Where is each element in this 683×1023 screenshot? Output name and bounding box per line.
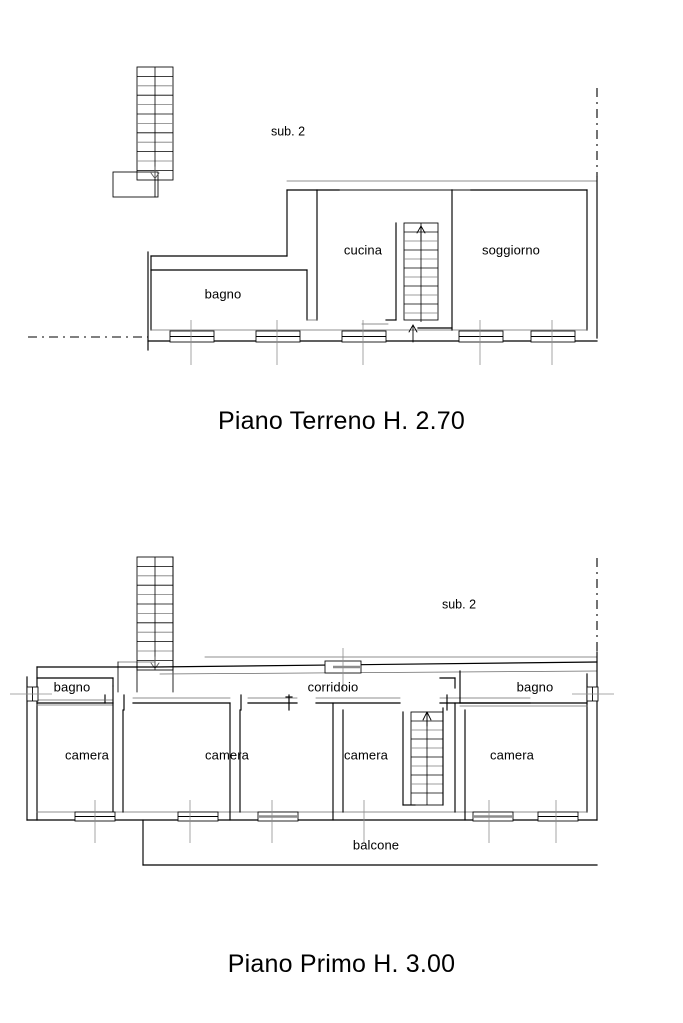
stair-down-arrow-icon xyxy=(150,166,160,179)
stair-down-arrow-icon xyxy=(150,656,160,669)
first-room-label-corridoio: corridoio xyxy=(308,679,359,694)
first-bagno-right xyxy=(439,670,588,707)
first-room-partitions xyxy=(112,702,466,821)
first-balcone xyxy=(142,819,598,866)
ground-interior-stair xyxy=(385,222,439,322)
first-room-label-camera-2: camera xyxy=(205,747,250,762)
first-exterior-stair xyxy=(117,556,174,693)
first-room-label-balcone: balcone xyxy=(353,837,399,852)
ground-room-label-cucina: cucina xyxy=(344,242,383,257)
first-window-corridor xyxy=(324,648,362,690)
ground-unit-label: sub. 2 xyxy=(271,124,305,138)
first-floor-title: Piano Primo H. 3.00 xyxy=(227,950,456,978)
ground-exterior-stair xyxy=(112,66,174,198)
ground-room-label-soggiorno: soggiorno xyxy=(482,242,540,257)
ground-windows xyxy=(169,320,576,365)
ground-outer-walls xyxy=(147,176,598,351)
first-bagno-left xyxy=(36,685,114,706)
stair-up-arrow-icon xyxy=(422,711,432,727)
stair-up-arrow-icon xyxy=(416,225,426,241)
first-room-label-camera-4: camera xyxy=(490,747,535,762)
first-room-label-camera-1: camera xyxy=(65,747,110,762)
ground-entrance-arrow-icon xyxy=(408,324,418,343)
first-windows-bottom xyxy=(74,800,579,843)
first-window-right xyxy=(572,686,614,702)
first-floor-plan: sub. 2 xyxy=(10,556,614,866)
first-unit-label: sub. 2 xyxy=(442,597,476,611)
ground-room-label-bagno: bagno xyxy=(205,286,242,301)
first-room-label-camera-3: camera xyxy=(344,747,389,762)
first-room-label-bagno-right: bagno xyxy=(517,679,554,694)
ground-partitions xyxy=(306,189,453,331)
ground-floor-title: Piano Terreno H. 2.70 xyxy=(218,407,465,435)
ground-floor-plan: sub. 2 xyxy=(28,66,598,365)
first-window-left xyxy=(10,686,52,702)
first-interior-stair xyxy=(402,707,444,806)
first-room-label-bagno-left: bagno xyxy=(54,679,91,694)
